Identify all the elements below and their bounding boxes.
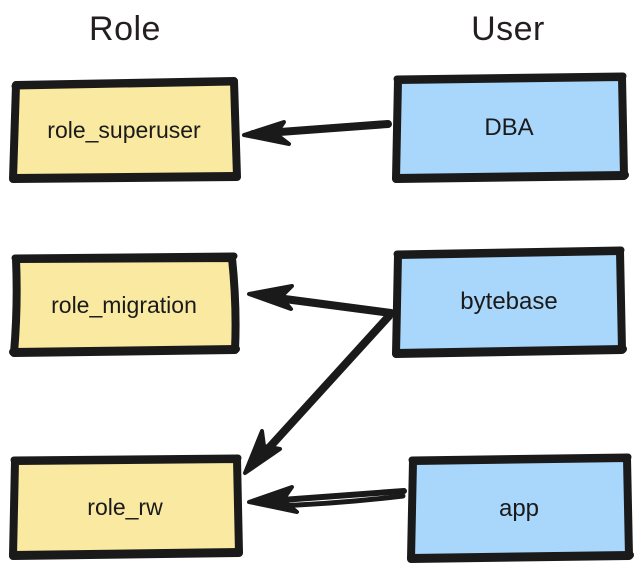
node-shape xyxy=(407,453,634,563)
node-shape xyxy=(9,454,243,560)
node-bytebase[interactable]: bytebase xyxy=(390,246,628,358)
node-shape xyxy=(392,246,627,358)
node-role-superuser[interactable]: role_superuser xyxy=(6,76,242,184)
node-role-migration[interactable]: role_migration xyxy=(6,251,242,359)
node-label: DBA xyxy=(484,114,534,141)
column-header-user: User xyxy=(471,10,545,48)
node-label: bytebase xyxy=(460,288,558,315)
edge-bytebase-to-role-rw xyxy=(243,312,393,475)
node-shape xyxy=(9,252,240,357)
node-label: app xyxy=(498,495,540,522)
node-shape xyxy=(392,72,629,183)
edge-dba-to-role-superuser xyxy=(242,120,392,146)
node-shape xyxy=(9,77,241,183)
column-header-role: Role xyxy=(89,10,161,48)
node-label: role_rw xyxy=(87,493,163,520)
node-label: role_superuser xyxy=(47,116,201,143)
node-dba[interactable]: DBA xyxy=(388,72,630,184)
edge-bytebase-to-role-migration xyxy=(247,284,395,317)
node-label: role_migration xyxy=(51,291,197,318)
edge-app-to-role-rw xyxy=(247,485,407,514)
node-app[interactable]: app xyxy=(404,453,634,564)
node-role-rw[interactable]: role_rw xyxy=(6,453,244,561)
